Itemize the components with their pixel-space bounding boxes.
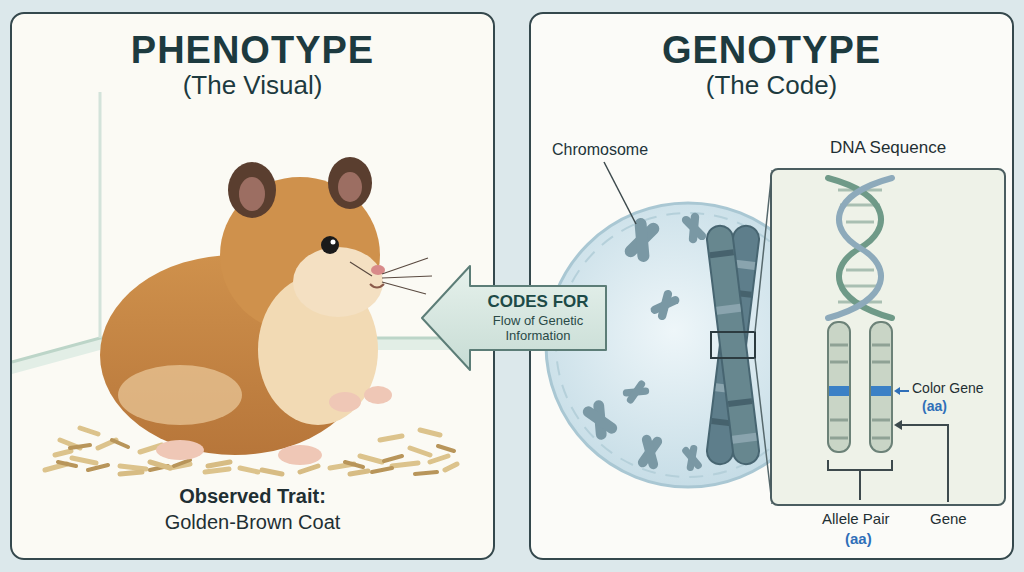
gene-label: Color Gene xyxy=(912,380,1002,397)
trait-value: Golden-Brown Coat xyxy=(12,510,493,534)
genotype-label: (aa) xyxy=(922,398,982,415)
part-label: Chromosome xyxy=(552,140,648,159)
panel-subheading: (The Code) xyxy=(531,70,1012,101)
zoom-heading: DNA Sequence xyxy=(772,138,1004,158)
trait-heading: Observed Trait: xyxy=(12,484,493,508)
panel-heading: GENOTYPE xyxy=(531,28,1012,74)
panel-heading: PHENOTYPE xyxy=(12,28,493,74)
panel-subheading: (The Visual) xyxy=(12,70,493,101)
arrow-heading: CODES FOR xyxy=(487,292,588,312)
genotype-label: (aa) xyxy=(845,530,872,548)
part-label: Allele Pair xyxy=(822,510,890,528)
flow-arrow: CODES FORFlow of Genetic Information xyxy=(420,264,608,372)
phenotype-panel: PHENOTYPE(The Visual) Observed Trait:Gold… xyxy=(10,12,495,560)
arrow-text: Flow of Genetic Information xyxy=(472,313,604,344)
zoom-box: DNA SequenceColor Gene(aa) xyxy=(770,168,1006,506)
part-label: Gene xyxy=(930,510,967,528)
arrow-text-box: CODES FORFlow of Genetic Information xyxy=(472,286,604,350)
